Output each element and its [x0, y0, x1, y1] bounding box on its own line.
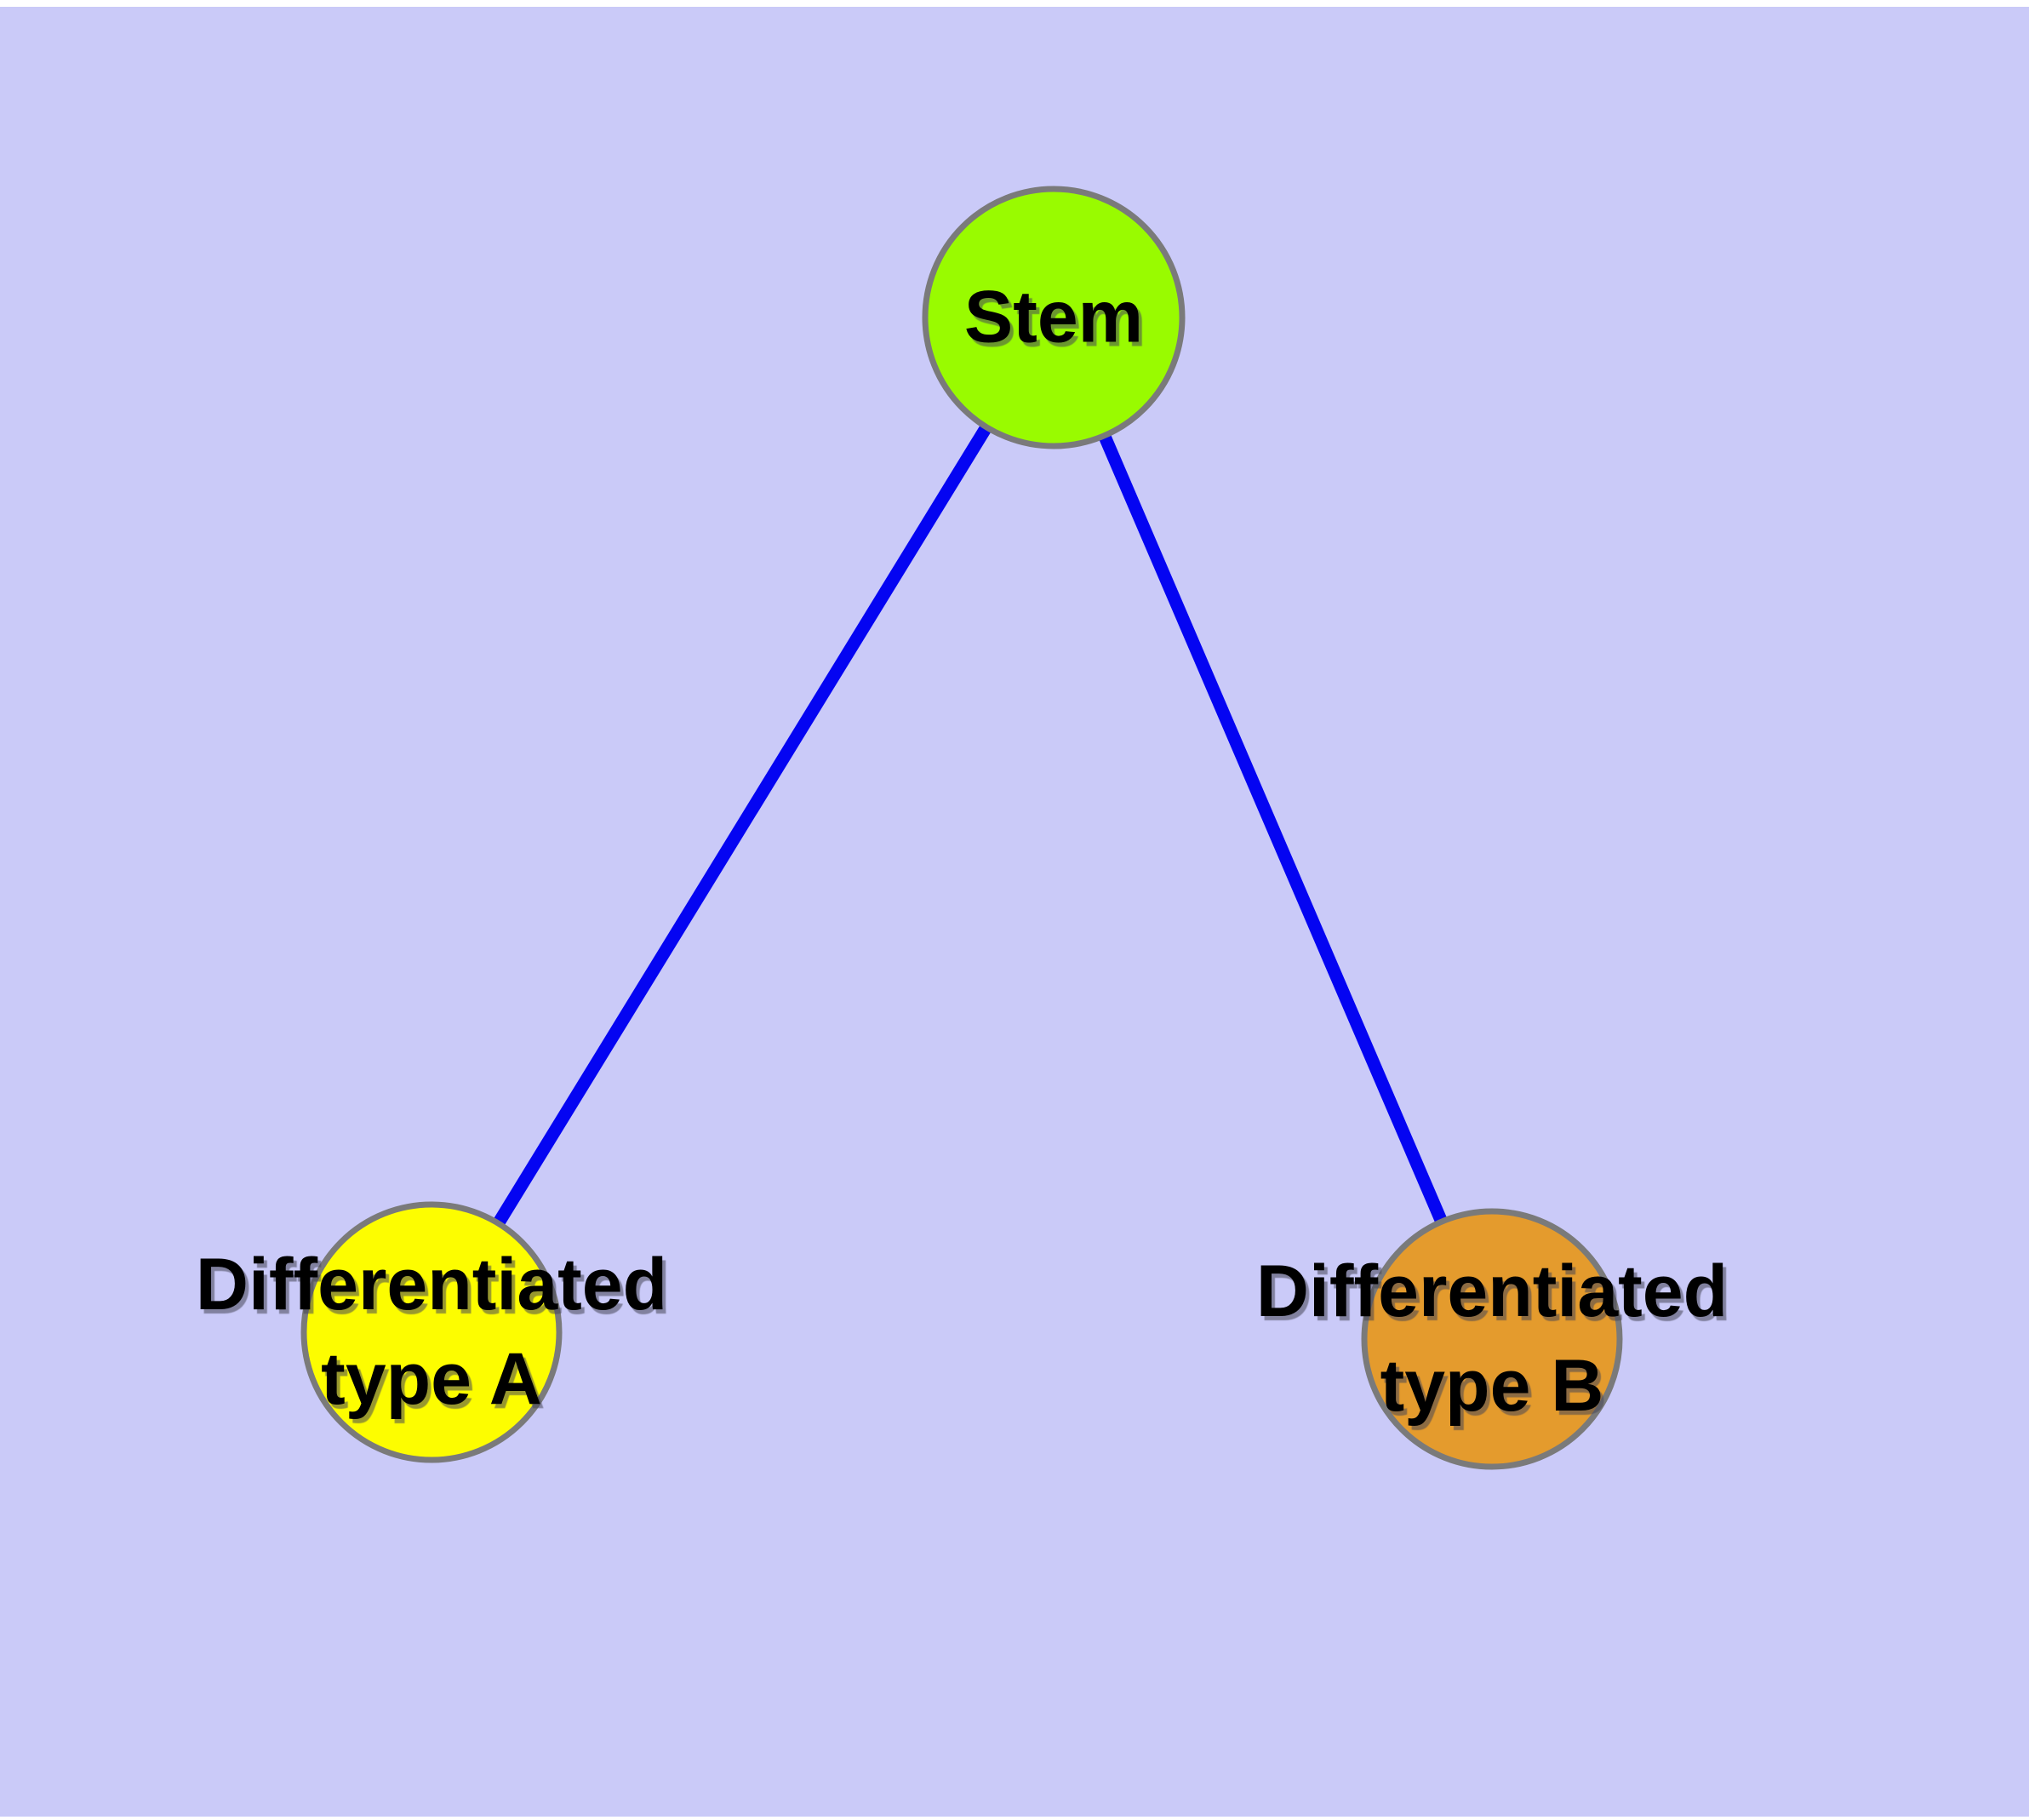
node-stem — [922, 186, 1186, 449]
node-differentiated-type-a — [300, 1201, 563, 1463]
node-differentiated-type-b — [1361, 1208, 1623, 1470]
edge-stem-to-type-a — [426, 314, 1060, 1336]
edge-stem-to-type-b — [1048, 315, 1498, 1342]
